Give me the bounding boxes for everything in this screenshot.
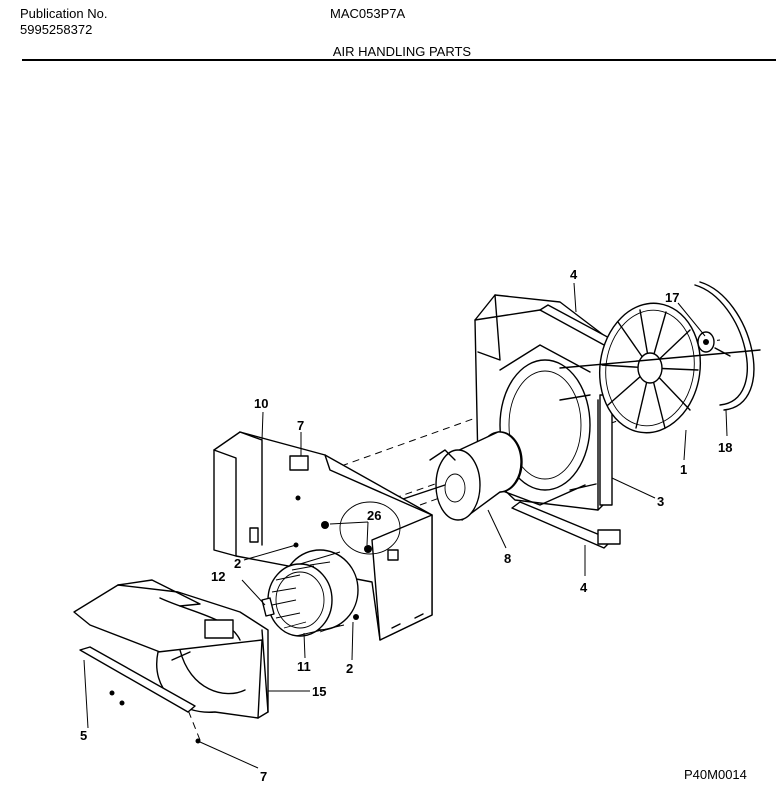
callout-4-bottom: 4	[580, 580, 588, 595]
publication-number: 5995258372	[20, 22, 93, 37]
callout-18: 18	[718, 440, 732, 455]
callout-4-top: 4	[570, 267, 578, 282]
callout-8: 8	[504, 551, 511, 566]
page-title: AIR HANDLING PARTS	[332, 44, 472, 59]
blower-wheel	[267, 549, 359, 637]
callout-7-bottom: 7	[260, 769, 267, 784]
model-number: MAC053P7A	[330, 6, 406, 21]
callout-5: 5	[80, 728, 87, 743]
callout-1: 1	[680, 462, 687, 477]
callout-26: 26	[367, 508, 381, 523]
callout-12: 12	[211, 569, 225, 584]
fan-motor	[399, 431, 523, 521]
callout-2-right: 2	[346, 661, 353, 676]
figure-code: P40M0014	[684, 767, 747, 782]
callout-15: 15	[312, 684, 326, 699]
callout-3: 3	[657, 494, 664, 509]
partition-panel	[213, 431, 433, 641]
publication-label: Publication No.	[20, 6, 108, 21]
callout-17: 17	[665, 290, 679, 305]
callout-2-left: 2	[234, 556, 241, 571]
header-rule	[22, 59, 776, 61]
callout-11: 11	[297, 659, 311, 674]
callout-labels: 4 17 1 18 3 4 8 10 7 26 2 12 11 2 15 5 7	[80, 267, 732, 784]
fan-nut	[697, 331, 731, 357]
blower-scroll	[73, 579, 269, 719]
retainer-clip	[261, 597, 275, 617]
callout-7-top: 7	[297, 418, 304, 433]
callout-10: 10	[254, 396, 268, 411]
leader-lines	[83, 282, 728, 769]
fan-guard	[694, 281, 755, 411]
fan-blade	[559, 302, 761, 434]
